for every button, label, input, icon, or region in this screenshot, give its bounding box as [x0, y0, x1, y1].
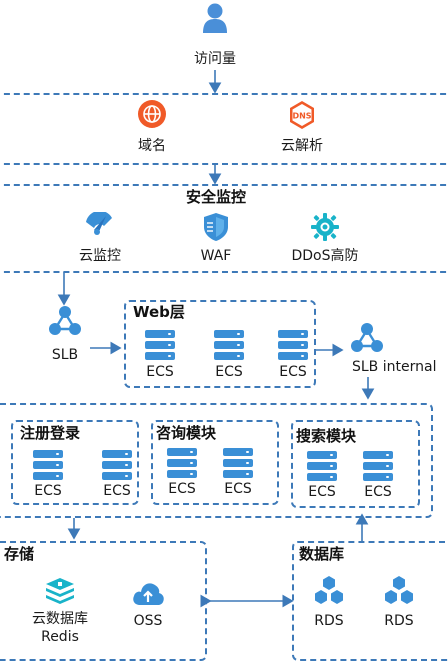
server-icon	[145, 330, 175, 360]
server-label: ECS	[34, 483, 62, 499]
security-item-cloud-monitor: 云监控	[72, 212, 128, 268]
security-group-title: 安全监控	[186, 188, 247, 206]
database-item-label: RDS	[384, 613, 414, 629]
service-server: ECS	[165, 448, 199, 498]
globe-icon	[138, 100, 166, 128]
redis-icon	[46, 578, 74, 604]
storage-item-oss: OSS	[126, 579, 170, 633]
server-label: ECS	[168, 481, 196, 497]
user-icon	[203, 3, 227, 33]
server-icon	[223, 448, 253, 478]
security-item-label: WAF	[200, 248, 232, 264]
rds-icon	[385, 576, 413, 604]
svg-text:DNS: DNS	[292, 112, 311, 121]
server-label: ECS	[279, 364, 307, 380]
service-server: ECS	[305, 451, 339, 501]
database-item-rds: RDS	[308, 575, 350, 631]
storage-title: 存储	[4, 545, 35, 563]
slb-node: SLB	[40, 305, 90, 369]
dns-icon: DNS	[290, 101, 314, 129]
server-label: ECS	[103, 483, 131, 499]
service-module-title: 注册登录	[20, 424, 81, 442]
storage-item-label: OSS	[133, 613, 163, 629]
slb-internal-label: SLB internal	[352, 359, 437, 375]
database-item-label: RDS	[314, 613, 344, 629]
server-icon	[214, 330, 244, 360]
dns-group	[0, 93, 448, 165]
dns-item-label: 云解析	[281, 138, 323, 154]
security-item-ddos: DDoS高防	[284, 212, 366, 268]
server-icon	[102, 450, 132, 480]
server-label: ECS	[364, 484, 392, 500]
security-item-label: DDoS高防	[291, 248, 359, 264]
service-module-title: 咨询模块	[156, 424, 217, 442]
storage-item-redis: 云数据库 Redis	[22, 576, 98, 648]
server-label: ECS	[224, 481, 252, 497]
oss-cloud-icon	[133, 583, 164, 605]
server-label: ECS	[146, 364, 174, 380]
service-server: ECS	[361, 451, 395, 501]
waf-shield-icon	[204, 213, 228, 241]
service-module-title: 搜索模块	[296, 427, 357, 445]
ddos-gear-icon	[311, 213, 339, 241]
service-server: ECS	[100, 450, 134, 500]
slb-network-icon	[49, 306, 81, 335]
slb-internal-node: SLB internal	[348, 322, 446, 380]
service-module	[291, 420, 420, 508]
web-server: ECS	[212, 330, 246, 382]
dns-item-label: 域名	[138, 138, 166, 154]
user-node: 访问量	[193, 3, 237, 73]
service-module	[11, 420, 139, 505]
server-icon	[307, 451, 337, 481]
security-group	[0, 184, 448, 273]
server-icon	[363, 451, 393, 481]
user-label: 访问量	[194, 51, 236, 67]
server-icon	[33, 450, 63, 480]
server-label: ECS	[215, 364, 243, 380]
database-title: 数据库	[299, 545, 345, 563]
dns-item-resolver: DNS 云解析	[276, 100, 328, 160]
web-layer-title: Web层	[133, 303, 185, 321]
monitor-gauge-icon	[86, 212, 112, 235]
rds-icon	[315, 576, 343, 604]
web-server: ECS	[276, 330, 310, 382]
web-layer-group	[124, 300, 316, 388]
web-server: ECS	[143, 330, 177, 382]
service-module	[151, 420, 279, 505]
server-label: ECS	[308, 484, 336, 500]
slb-label: SLB	[51, 347, 79, 363]
service-server: ECS	[221, 448, 255, 498]
services-group	[0, 403, 433, 518]
service-server: ECS	[31, 450, 65, 500]
server-icon	[278, 330, 308, 360]
storage-item-label: 云数据库 Redis	[32, 611, 88, 645]
slb-network-icon	[351, 323, 383, 352]
security-item-label: 云监控	[79, 248, 121, 264]
server-icon	[167, 448, 197, 478]
database-item-rds: RDS	[378, 575, 420, 631]
dns-item-domain: 域名	[130, 100, 174, 160]
security-item-waf: WAF	[192, 212, 240, 268]
